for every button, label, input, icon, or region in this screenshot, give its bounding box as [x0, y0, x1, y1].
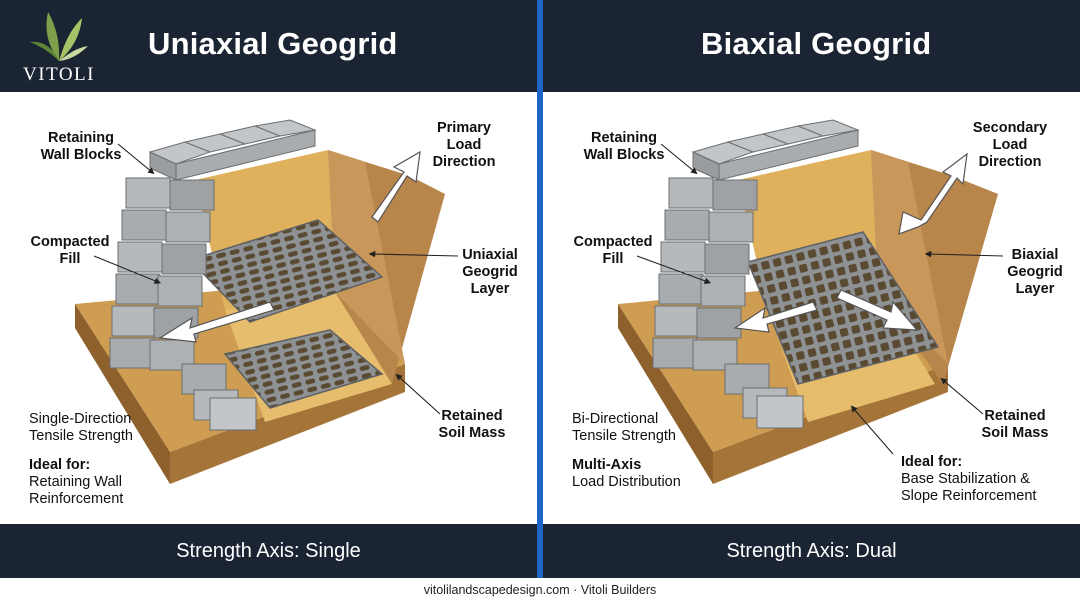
brand-name: VITOLI — [23, 64, 95, 85]
label-load-direction: Primary Load Direction — [432, 120, 496, 170]
load-arrow-left — [733, 301, 818, 333]
brand-logo: VITOLI — [14, 6, 104, 86]
header-uniaxial: VITOLI Uniaxial Geogrid — [0, 0, 537, 92]
primary-load-arrow — [371, 150, 421, 223]
biaxial-title: Biaxial Geogrid — [701, 26, 932, 61]
label-wall-blocks: Retaining Wall Blocks — [583, 130, 665, 163]
footer-uniaxial: Strength Axis: Single — [0, 524, 537, 578]
load-arrow-right — [836, 289, 919, 331]
leaf-icon — [30, 12, 88, 61]
footer-biaxial: Strength Axis: Dual — [543, 524, 1080, 578]
label-strength-desc: Bi-Directional Tensile Strength — [572, 411, 676, 444]
label-compacted-fill: Compacted Fill — [30, 234, 110, 267]
panel-divider — [537, 0, 543, 578]
biaxial-illustration — [618, 119, 1004, 484]
base-slab-front — [75, 304, 170, 484]
uniaxial-panel: Retaining Wall Blocks Compacted Fill Pri… — [0, 92, 537, 524]
credit-line: vitolilandscapedesign.com · Vitoli Build… — [0, 578, 1080, 603]
load-arrow-left — [158, 301, 275, 343]
label-ideal-desc: Retaining Wall Reinforcement — [29, 474, 124, 507]
wall-blocks — [652, 119, 860, 429]
header-biaxial: Biaxial Geogrid — [543, 0, 1080, 92]
label-geogrid-layer: Biaxial Geogrid Layer — [1007, 247, 1063, 297]
leader-lines — [636, 143, 1004, 455]
label-ideal-title: Ideal for: — [901, 454, 963, 470]
soil-slope-face — [328, 150, 405, 364]
geogrid-lower — [223, 329, 384, 409]
label-geogrid-layer: Uniaxial Geogrid Layer — [462, 247, 518, 297]
base-slab-front — [618, 304, 713, 484]
label-ideal-desc: Base Stabilization & Slope Reinforcement — [901, 471, 1037, 504]
label-load-direction: Secondary Load Direction — [972, 120, 1048, 170]
wall-blocks — [109, 119, 317, 431]
geogrid-biaxial — [746, 231, 940, 385]
secondary-load-arrow — [898, 152, 968, 235]
label-compacted-fill: Compacted Fill — [573, 234, 653, 267]
strength-axis-single: Strength Axis: Single — [176, 540, 361, 562]
label-wall-blocks: Retaining Wall Blocks — [40, 130, 122, 163]
soil-slope-face — [871, 150, 948, 364]
label-multi-title: Multi-Axis — [572, 457, 642, 473]
leader-lines — [93, 143, 459, 415]
label-retained-soil: Retained Soil Mass — [438, 408, 506, 441]
label-multi-desc: Load Distribution — [572, 474, 681, 490]
biaxial-panel: Retaining Wall Blocks Compacted Fill Sec… — [543, 92, 1080, 524]
geogrid-upper — [188, 219, 384, 323]
label-retained-soil: Retained Soil Mass — [981, 408, 1049, 441]
label-ideal-title: Ideal for: — [29, 457, 91, 473]
uniaxial-title: Uniaxial Geogrid — [148, 26, 398, 61]
label-strength-desc: Single-Direction Tensile Strength — [29, 411, 133, 444]
strength-axis-dual: Strength Axis: Dual — [726, 540, 897, 562]
uniaxial-illustration — [75, 119, 459, 484]
